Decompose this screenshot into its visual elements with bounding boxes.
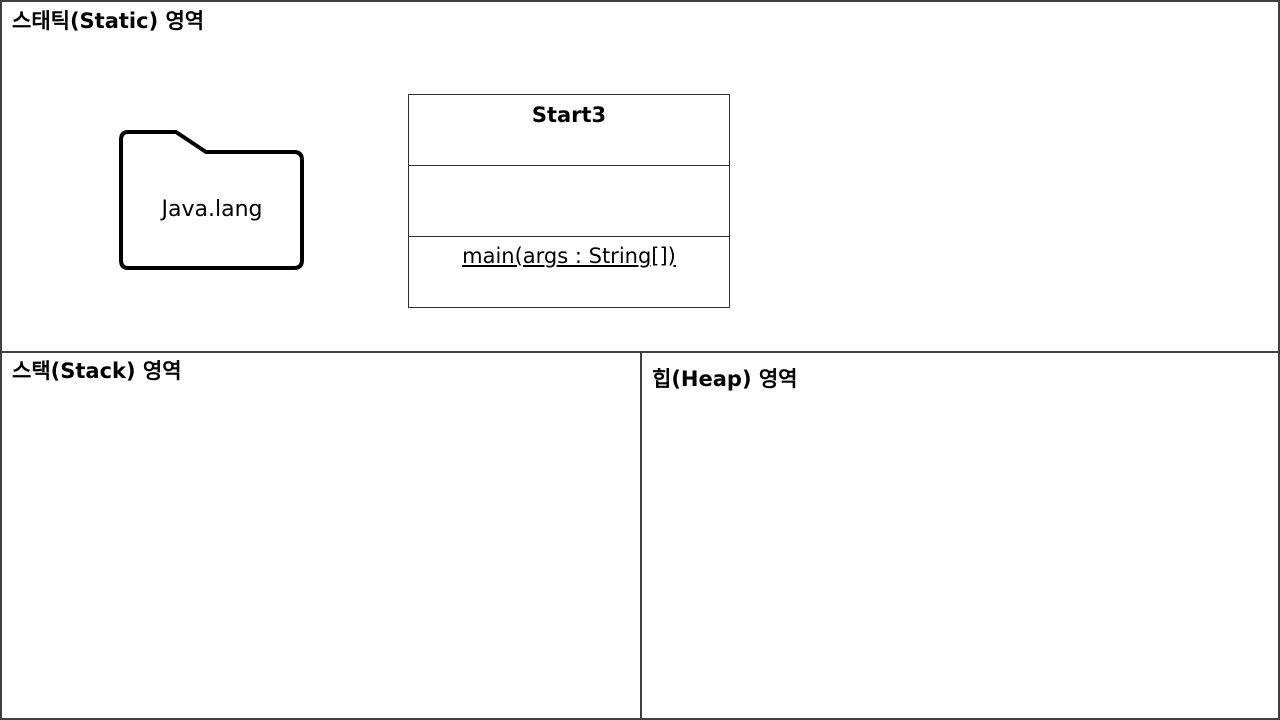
folder-icon — [119, 130, 304, 270]
class-attributes-section — [409, 166, 729, 237]
static-region-title: 스태틱(Static) 영역 — [12, 9, 205, 33]
package-label: Java.lang — [161, 197, 263, 222]
class-name: Start3 — [409, 95, 729, 166]
class-operation-main: main(args : String[]) — [462, 244, 676, 268]
heap-region-title: 힙(Heap) 영역 — [652, 367, 798, 391]
stack-region-title: 스택(Stack) 영역 — [12, 359, 182, 383]
class-operations-section: main(args : String[]) — [409, 237, 729, 268]
region-divider-vertical — [640, 352, 642, 720]
uml-class-box: Start3 main(args : String[]) — [408, 94, 730, 308]
